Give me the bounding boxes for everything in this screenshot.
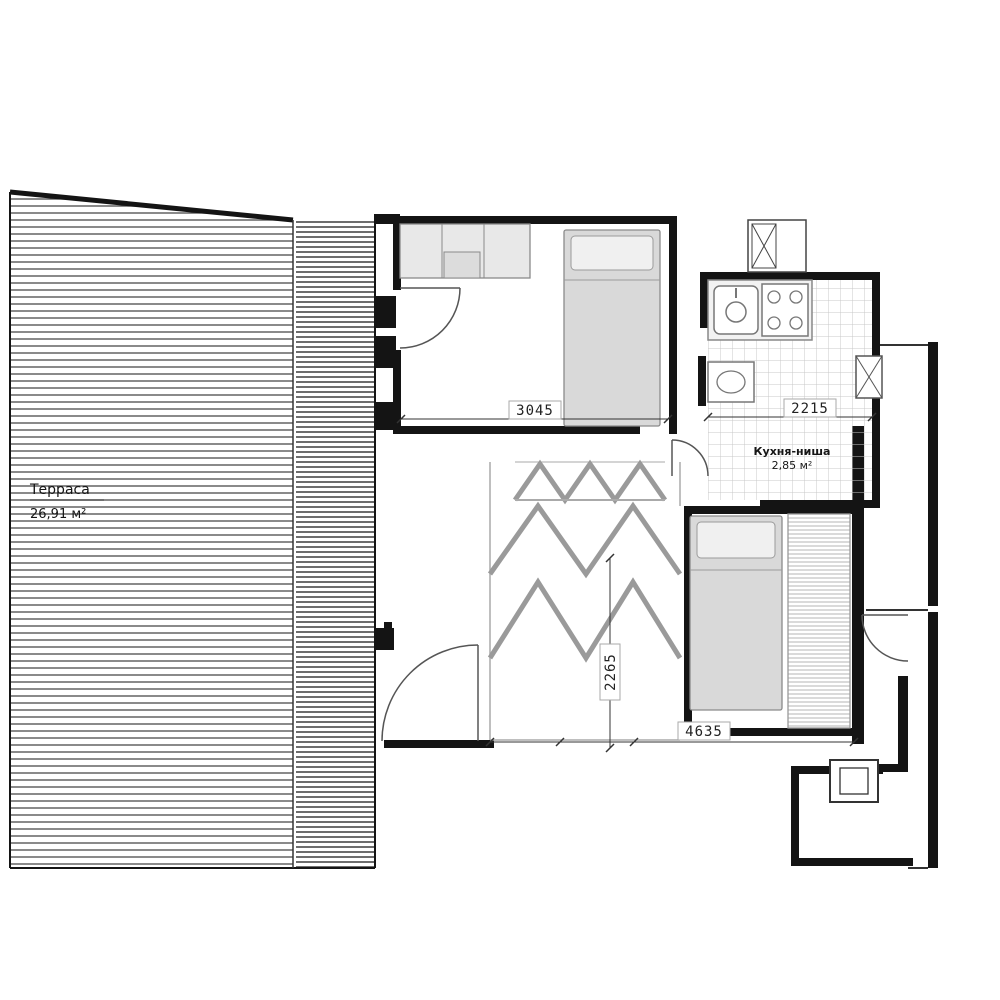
wall-pier (374, 296, 396, 328)
wall-pier (374, 402, 396, 430)
kitchen-zone (707, 219, 883, 500)
wall-bedroom2-left (684, 506, 692, 736)
wall-kitchen-left (700, 272, 708, 328)
vent-shaft-icon (855, 355, 883, 399)
doors (381, 287, 909, 742)
wall-kitchen-pier (698, 356, 706, 406)
wall-entry-bottom (384, 740, 494, 748)
kitchen-label: Кухня-ниша 2,85 м² (754, 445, 831, 472)
wall-bedroom1-left-lower (393, 350, 401, 434)
door-bedroom1 (399, 287, 461, 349)
wall-boiler-bottom (791, 858, 913, 866)
wall-bedroom1-bottom (393, 426, 640, 434)
kitchen-name: Кухня-ниша (754, 445, 831, 458)
door-entry (381, 644, 479, 742)
wall-bedroom1-right (669, 216, 677, 434)
wall-pier (374, 336, 396, 368)
vent-block-icon (747, 219, 807, 273)
wall-bedroom2-bottom (684, 728, 862, 736)
wall-boiler-link (874, 764, 908, 772)
wardrobe-2 (787, 513, 851, 729)
boiler-icon (829, 759, 879, 803)
stove-icon (761, 283, 809, 337)
wall-boiler-left (791, 766, 799, 866)
pillow (570, 235, 654, 271)
terrace-name: Терраса (29, 482, 90, 498)
wall-entry-stub (384, 622, 392, 648)
wall-kitchen-bottom (760, 500, 880, 508)
exterior-lines (866, 344, 928, 869)
roof-zigzag-zone (487, 459, 683, 741)
door-balcony (861, 614, 909, 662)
dimension-3045: 3045 (396, 400, 673, 424)
terrace-area-value: 26,91 м² (30, 507, 86, 522)
wall-boiler-right (898, 676, 908, 772)
wall-bedroom1-top (393, 216, 677, 224)
dimension-2215: 2215 (703, 398, 877, 422)
washbasin-icon (707, 361, 755, 403)
wall-bedroom1-left-upper (393, 216, 401, 290)
dimension-2215-label: 2215 (791, 401, 829, 417)
dimension-4635: 4635 (485, 721, 859, 747)
dimension-2265-label: 2265 (603, 653, 619, 691)
bed-1 (563, 229, 661, 427)
wall-right-exterior (852, 426, 864, 744)
furniture (399, 223, 879, 803)
dimension-3045-label: 3045 (516, 403, 554, 419)
zigzag-row-3 (487, 577, 683, 663)
wall-balcony-lower (928, 612, 938, 868)
door-corridor (671, 439, 709, 477)
terrace-hatch (10, 192, 293, 868)
terrace-area (9, 189, 376, 869)
dimension-2265: 2265 (599, 553, 621, 753)
wall-kitchen-top (700, 272, 880, 280)
wall-pier (374, 214, 400, 224)
terrace-label: Терраса 26,91 м² (29, 482, 104, 522)
sink-icon (713, 285, 759, 335)
terrace-top-edge (9, 189, 294, 223)
pillow (696, 521, 776, 559)
kitchen-area-value: 2,85 м² (772, 459, 813, 472)
wardrobe-1 (399, 223, 531, 279)
wall-bedroom2-top (684, 506, 862, 514)
zigzag-row-1 (512, 459, 668, 505)
wall-balcony-upper (928, 342, 938, 606)
dimensions: 3045 2215 2265 4635 (396, 398, 877, 753)
zigzag-row-2 (487, 501, 683, 579)
bed-2 (689, 515, 783, 711)
dimension-4635-label: 4635 (685, 724, 723, 740)
terrace-deck-band (296, 220, 374, 868)
